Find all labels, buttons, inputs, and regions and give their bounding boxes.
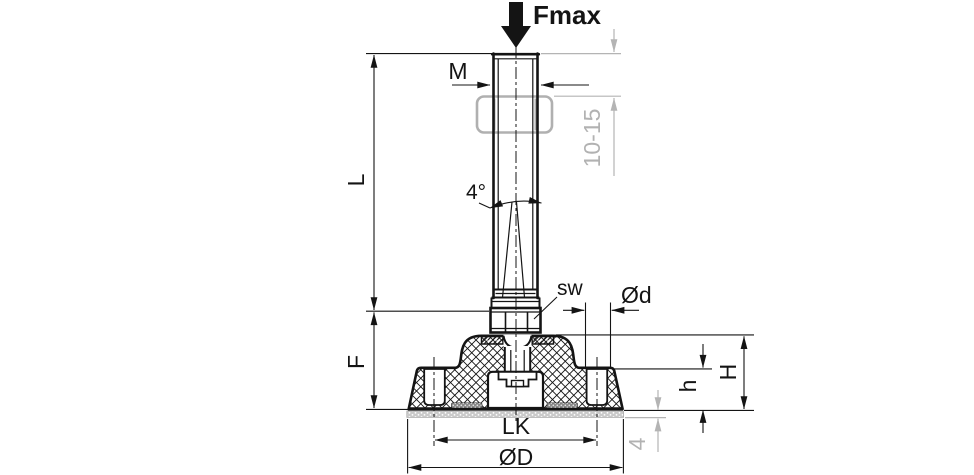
label-bolt-circle: LK	[502, 413, 531, 439]
down-arrow-icon	[501, 2, 531, 48]
label-wrench-flats: sw	[557, 277, 584, 300]
label-total-height-h: H	[715, 364, 741, 381]
dimension-adjustment-range	[541, 29, 621, 176]
floor-pad	[406, 410, 624, 418]
label-pad-thickness: 4	[624, 437, 650, 450]
tilt-line	[501, 201, 513, 298]
label-adjustment-range: 10-15	[579, 109, 605, 168]
dimension-F	[366, 312, 408, 410]
washer-section-right	[531, 335, 555, 345]
dimension-L	[366, 53, 492, 312]
dimension-h	[613, 344, 712, 433]
leader-sw	[533, 296, 558, 320]
dimension-hole-diameter	[563, 302, 639, 369]
label-thread-size: M	[448, 58, 467, 84]
adjustment-hex-nut	[475, 95, 554, 134]
rubber-base	[407, 334, 625, 411]
label-fmax: Fmax	[533, 0, 601, 30]
washer-section-left	[480, 335, 504, 345]
stud-end-nut	[497, 370, 538, 388]
dimension-H	[556, 334, 754, 411]
tilt-line	[515, 201, 526, 298]
dimension-base-diameter	[407, 419, 624, 474]
dimension-tilt-angle	[478, 197, 542, 209]
stud-shaft-in-base	[503, 346, 532, 372]
underside-rib-left	[451, 402, 483, 409]
label-length-l: L	[343, 173, 369, 186]
label-foot-height-f: F	[343, 355, 369, 369]
label-rim-height-h: h	[675, 380, 701, 393]
label-hole-diameter: Ød	[621, 282, 652, 308]
underside-rib-right	[546, 402, 578, 409]
fmax-force-arrow	[501, 2, 531, 48]
label-base-diameter: ØD	[499, 444, 534, 470]
dimension-pad-thickness	[625, 390, 666, 452]
stud-collar	[490, 288, 541, 308]
label-tilt-angle: 4°	[466, 181, 486, 204]
